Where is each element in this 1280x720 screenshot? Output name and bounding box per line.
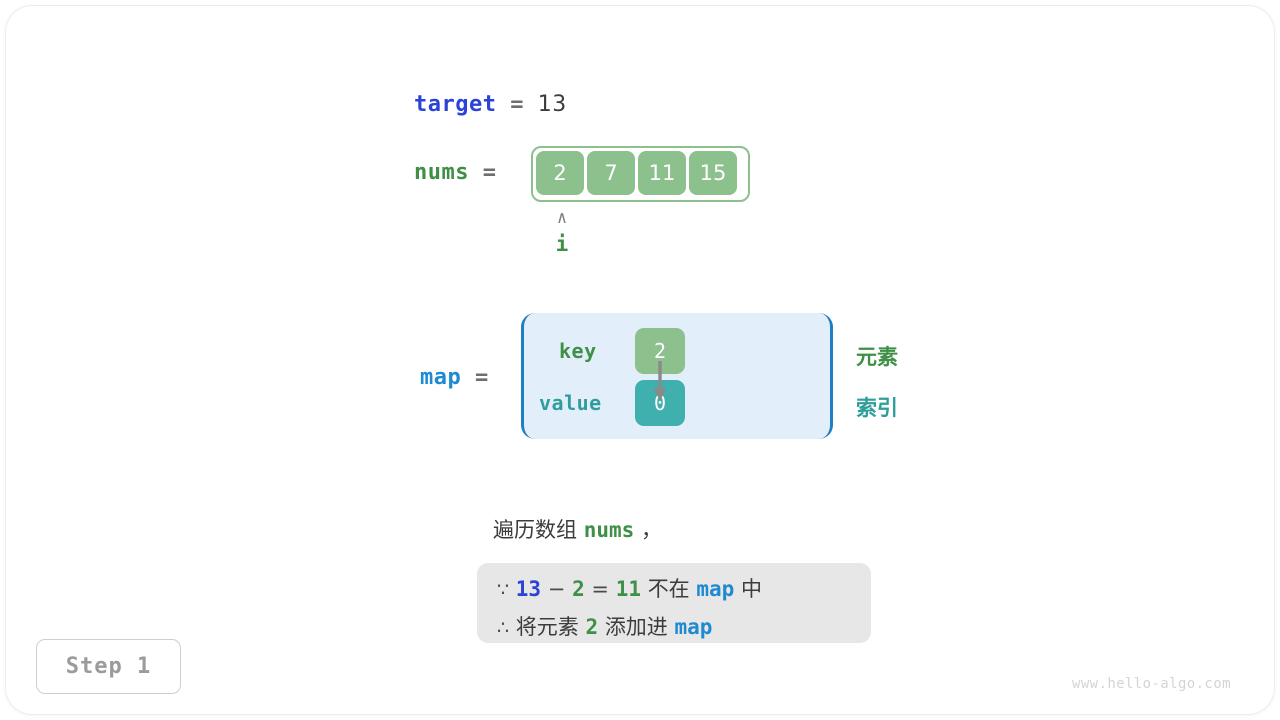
note-complement-value: 11 xyxy=(615,577,641,601)
note-line-1: ∵ 13 − 2 = 11 不在 map 中 xyxy=(497,571,851,609)
target-variable-name: target xyxy=(414,92,497,117)
caption-suffix: ， xyxy=(640,518,662,542)
watermark: www.hello-algo.com xyxy=(1072,676,1231,692)
target-row: target = 13 xyxy=(414,92,567,117)
caption-prefix: 遍历数组 xyxy=(493,518,577,542)
map-variable-name: map xyxy=(420,365,462,390)
index-pointer-label: i xyxy=(555,232,569,256)
array-cell[interactable]: 11 xyxy=(638,151,686,195)
legend-element-label: 元素 xyxy=(856,345,898,369)
map-equals-sign: = xyxy=(475,365,489,390)
note-target-value: 13 xyxy=(515,577,542,601)
array-cell[interactable]: 2 xyxy=(536,151,584,195)
note-box: ∵ 13 − 2 = 11 不在 map 中 ∴ 将元素 2 添加进 map xyxy=(477,563,871,643)
step-badge: Step 1 xyxy=(36,639,181,694)
note-equals-sign: = xyxy=(591,577,610,601)
map-container: key value 2 0 xyxy=(521,313,833,439)
legend-index-label: 索引 xyxy=(856,396,898,420)
index-pointer-caret-icon: ∧ xyxy=(556,208,568,228)
nums-label: nums = xyxy=(414,160,496,185)
note-line1-mid-text: 不在 xyxy=(647,577,690,601)
note-line2-mid-text: 添加进 xyxy=(604,615,668,639)
key-to-value-arrow-icon xyxy=(653,361,667,401)
note-line1-end-text: 中 xyxy=(741,577,762,601)
target-value: 13 xyxy=(537,92,567,117)
map-key-label: key xyxy=(559,339,597,363)
note-minus-sign: − xyxy=(547,577,566,601)
array-cell[interactable]: 15 xyxy=(689,151,737,195)
caption-line: 遍历数组 nums ， xyxy=(493,514,662,544)
note-line2-map-keyword: map xyxy=(674,615,713,639)
array-cell[interactable]: 7 xyxy=(587,151,635,195)
target-equals-sign: = xyxy=(510,92,524,117)
map-value-label: value xyxy=(539,391,602,415)
because-symbol-icon: ∵ xyxy=(497,579,510,601)
note-line2-element: 2 xyxy=(585,615,599,639)
note-line1-map-keyword: map xyxy=(696,577,735,601)
nums-array: 2 7 11 15 xyxy=(531,146,750,202)
nums-variable-name: nums xyxy=(414,160,469,185)
note-line-2: ∴ 将元素 2 添加进 map xyxy=(497,609,851,647)
note-current-element: 2 xyxy=(572,577,585,601)
therefore-symbol-icon: ∴ xyxy=(497,617,510,639)
map-label: map = xyxy=(420,365,489,390)
note-line2-start-text: 将元素 xyxy=(515,615,579,639)
nums-equals-sign: = xyxy=(482,160,497,185)
caption-keyword-nums: nums xyxy=(583,518,635,542)
